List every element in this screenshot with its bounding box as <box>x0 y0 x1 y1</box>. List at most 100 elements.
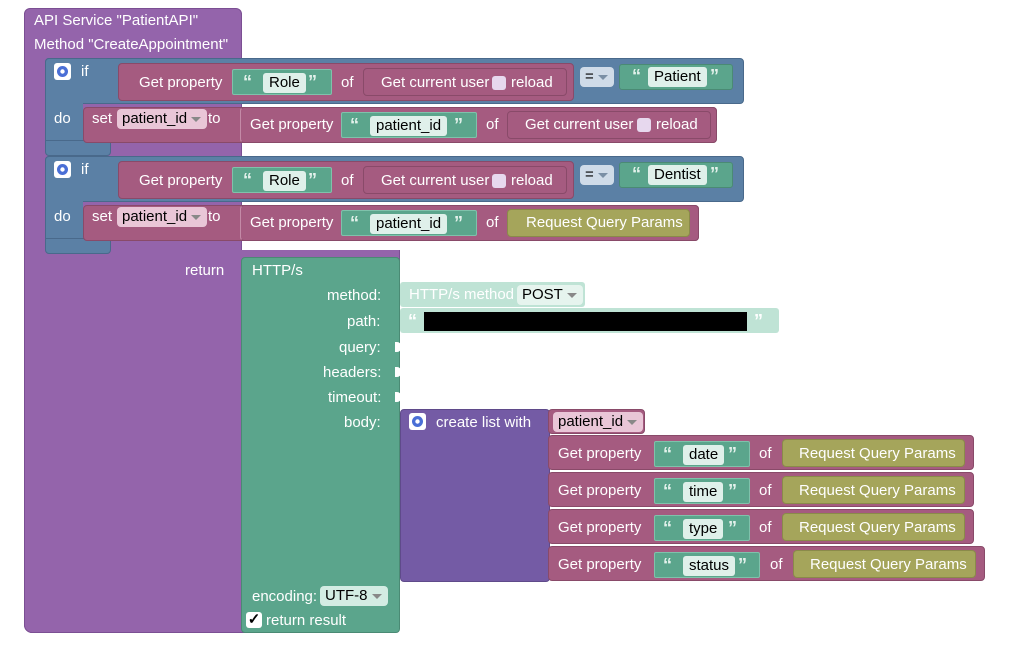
service-title: API Service "PatientAPI" <box>34 12 199 29</box>
text-block[interactable]: “ patient_id ” <box>341 210 477 236</box>
text-value[interactable]: date <box>683 445 725 465</box>
text-block[interactable]: “ Role ” <box>232 69 332 95</box>
request-query-params-block[interactable] <box>507 209 690 237</box>
text-block[interactable]: “ status ” <box>654 552 760 578</box>
get-current-user-block[interactable] <box>507 111 711 139</box>
text-value[interactable]: status <box>683 556 736 576</box>
open-quote-icon: “ <box>350 213 359 233</box>
request-query-params-label: Request Query Params <box>799 519 956 536</box>
timeout-socket[interactable] <box>395 392 401 402</box>
body-label: body: <box>344 414 381 431</box>
variable-dropdown[interactable]: patient_id <box>117 207 208 227</box>
open-quote-icon: “ <box>663 518 672 538</box>
gear-icon[interactable] <box>409 413 426 430</box>
text-block[interactable]: “ patient_id ” <box>341 112 477 138</box>
close-quote-icon: ” <box>710 66 719 86</box>
get-current-user-label: Get current user <box>525 116 634 133</box>
of-label: of <box>759 519 772 536</box>
close-quote-icon: ” <box>728 481 737 501</box>
if-block-2-foot <box>45 238 111 254</box>
text-value[interactable]: Role <box>263 171 306 191</box>
of-label: of <box>341 74 354 91</box>
variable-dropdown[interactable]: patient_id <box>117 109 208 129</box>
of-label: of <box>341 172 354 189</box>
get-property-label: Get property <box>250 116 334 133</box>
http-request-block[interactable] <box>241 257 400 633</box>
to-keyword: to <box>208 110 221 127</box>
return-keyword: return <box>185 262 225 279</box>
close-quote-icon: ” <box>308 170 317 190</box>
text-value[interactable]: patient_id <box>370 116 448 136</box>
request-query-params-label: Request Query Params <box>526 214 683 231</box>
compare-value[interactable]: Dentist <box>648 165 707 185</box>
get-property-label: Get property <box>558 519 642 536</box>
close-quote-icon: ” <box>728 444 737 464</box>
operator-dropdown[interactable]: = <box>580 67 614 87</box>
gear-icon[interactable] <box>54 63 71 80</box>
gear-icon[interactable] <box>54 161 71 178</box>
open-quote-icon: “ <box>243 72 252 92</box>
close-quote-icon: ” <box>754 311 763 331</box>
http-title: HTTP/s <box>252 262 303 279</box>
request-query-params-label: Request Query Params <box>810 556 967 573</box>
of-label: of <box>759 445 772 462</box>
method-label: method: <box>327 287 382 304</box>
query-socket[interactable] <box>395 342 401 352</box>
close-quote-icon: ” <box>308 72 317 92</box>
return-result-checkbox[interactable]: ✓ <box>246 611 262 628</box>
open-quote-icon: “ <box>663 444 672 464</box>
open-quote-icon: “ <box>632 164 641 184</box>
compare-value[interactable]: Patient <box>648 67 707 87</box>
http-method-dropdown[interactable]: POST <box>517 285 583 305</box>
get-property-label: Get property <box>139 74 223 91</box>
open-quote-icon: “ <box>408 311 417 331</box>
get-current-user-block[interactable] <box>363 68 567 96</box>
request-query-params-block[interactable] <box>782 513 965 541</box>
get-current-user-block[interactable] <box>363 166 567 194</box>
open-quote-icon: “ <box>243 170 252 190</box>
text-block[interactable]: “ type ” <box>654 515 750 541</box>
text-value[interactable]: type <box>683 519 724 539</box>
query-label: query: <box>339 339 381 356</box>
close-quote-icon: ” <box>738 555 747 575</box>
of-label: of <box>770 556 783 573</box>
encoding-dropdown[interactable]: UTF-8 <box>320 586 388 606</box>
open-quote-icon: “ <box>663 481 672 501</box>
text-block[interactable]: “ Role ” <box>232 167 332 193</box>
reload-checkbox[interactable] <box>637 118 651 132</box>
of-label: of <box>486 214 499 231</box>
path-label: path: <box>347 313 381 330</box>
request-query-params-block[interactable] <box>782 476 965 504</box>
get-current-user-label: Get current user <box>381 172 490 189</box>
operator-dropdown[interactable]: = <box>580 165 614 185</box>
request-query-params-label: Request Query Params <box>799 482 956 499</box>
timeout-label: timeout: <box>328 389 382 406</box>
get-property-label: Get property <box>139 172 223 189</box>
if-block-1-foot <box>45 140 111 156</box>
close-quote-icon: ” <box>454 115 463 135</box>
text-block[interactable]: “ date ” <box>654 441 750 467</box>
text-block[interactable]: “ time ” <box>654 478 750 504</box>
variable-dropdown[interactable]: patient_id <box>553 412 644 432</box>
if-keyword: if <box>81 161 89 178</box>
of-label: of <box>486 116 499 133</box>
get-property-label: Get property <box>558 482 642 499</box>
headers-socket[interactable] <box>395 367 401 377</box>
request-query-params-block[interactable] <box>793 550 976 578</box>
reload-checkbox[interactable] <box>492 76 506 90</box>
if-keyword: if <box>81 63 89 80</box>
reload-label: reload <box>511 74 553 91</box>
method-title: Method "CreateAppointment" <box>34 36 229 53</box>
text-value[interactable]: patient_id <box>370 214 448 234</box>
reload-label: reload <box>511 172 553 189</box>
redacted-path <box>424 312 747 331</box>
text-value[interactable]: time <box>683 482 724 502</box>
reload-checkbox[interactable] <box>492 174 506 188</box>
request-query-params-block[interactable] <box>782 439 965 467</box>
get-property-label: Get property <box>558 556 642 573</box>
create-list-label: create list with <box>436 414 532 431</box>
create-list-block[interactable] <box>400 409 550 582</box>
http-method-label: HTTP/s method <box>409 286 515 303</box>
open-quote-icon: “ <box>663 555 672 575</box>
text-value[interactable]: Role <box>263 73 306 93</box>
